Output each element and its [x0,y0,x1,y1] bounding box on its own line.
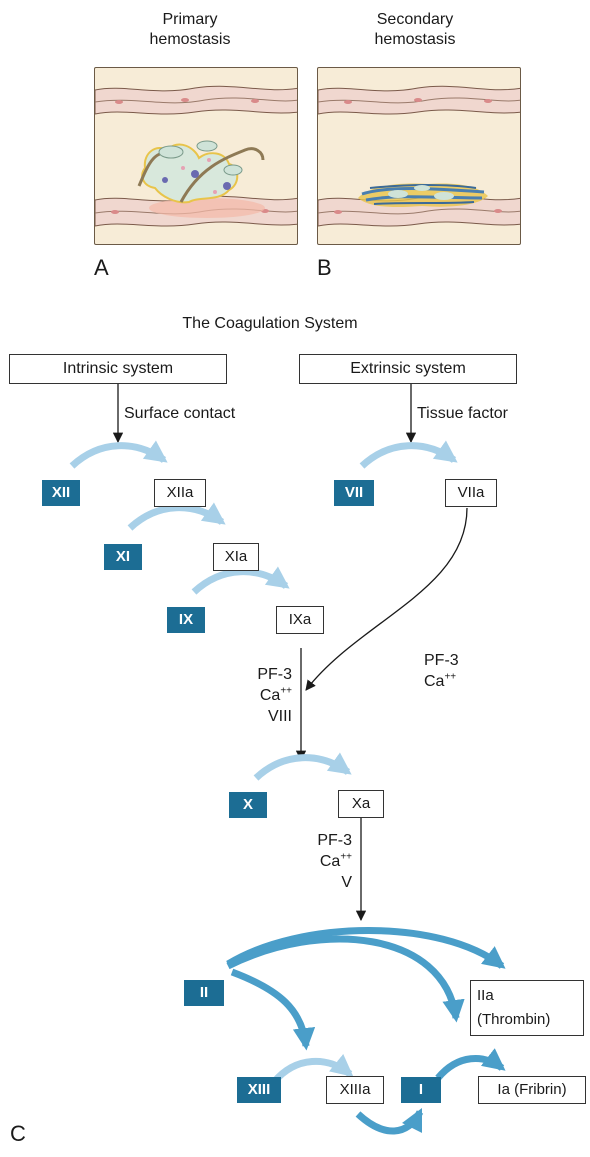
ix-pf3-label: PF-3 [257,666,292,683]
arc-i-to-ia [435,1048,506,1081]
x-to-ii-cofactors: PF-3 Ca++ V [298,830,352,893]
panel-b-secondary-hemostasis-illustration [317,67,521,245]
factor-ixa: IXa [276,606,324,634]
arc-thrombin-to-fibrinogen [226,935,465,1023]
x-pf3-label: PF-3 [317,832,352,849]
panel-b-letter: B [317,255,332,280]
factor-x: X [229,792,267,818]
factor-ia-fibrin: Ia (Fribrin) [478,1076,586,1104]
arc-ii-to-iia [226,927,506,969]
arc-xiiia-crosslink [355,1107,424,1135]
factor-xiia: XIIa [154,479,206,507]
panel-a-title-line1: Primary [162,11,218,28]
ext-ca-label: Ca++ [424,671,457,690]
factor-xii: XII [42,480,80,506]
diagram-title: The Coagulation System [182,315,358,332]
panel-b-title-line2: hemostasis [374,31,456,48]
factor-viia: VIIa [445,479,497,507]
factor-xi: XI [104,544,142,570]
x-ca-label: Ca++ [319,851,352,870]
arc-vii-activation [359,440,458,469]
intrinsic-system-box: Intrinsic system [9,354,227,384]
factor-i: I [401,1077,441,1103]
ext-pf3-label: PF-3 [424,652,459,669]
arc-thrombin-to-xiii [230,968,316,1051]
panel-a-title-line2: hemostasis [149,31,231,48]
factor-iia-label: IIa [477,987,494,1004]
x-v-label: V [341,874,352,891]
surface-contact-label: Surface contact [124,405,236,422]
ix-to-x-cofactors: PF-3 Ca++ VIII [238,664,292,727]
panel-c-letter: C [10,1121,26,1146]
arc-ix-activation [191,566,290,595]
panel-b-title: Secondary hemostasis [355,10,475,50]
ix-viii-label: VIII [267,708,292,725]
arc-xiii-activation [271,1053,354,1085]
tissue-factor-label: Tissue factor [417,405,508,422]
factor-ii: II [184,980,224,1006]
panel-a-primary-hemostasis-illustration [94,67,298,245]
factor-ix: IX [167,607,205,633]
arc-x-activation [253,752,352,781]
factor-iia-thrombin: IIa (Thrombin) [470,980,584,1036]
factor-vii: VII [334,480,374,506]
panel-a-title: Primary hemostasis [130,10,250,50]
arc-xii-activation [69,440,168,469]
panel-b-title-line1: Secondary [376,11,454,28]
arc-xi-activation [127,502,226,531]
factor-xiii: XIII [237,1077,281,1103]
panel-a-letter: A [94,255,109,280]
extrinsic-system-box: Extrinsic system [299,354,517,384]
factor-xa: Xa [338,790,384,818]
factor-xia: XIa [213,543,259,571]
thrombin-label: (Thrombin) [477,1011,551,1028]
ix-ca-label: Ca++ [259,685,292,704]
extrinsic-cofactors: PF-3 Ca++ [424,650,459,692]
arrow-viia-to-x-pathway [305,507,468,691]
factor-xiiia: XIIIa [326,1076,384,1104]
